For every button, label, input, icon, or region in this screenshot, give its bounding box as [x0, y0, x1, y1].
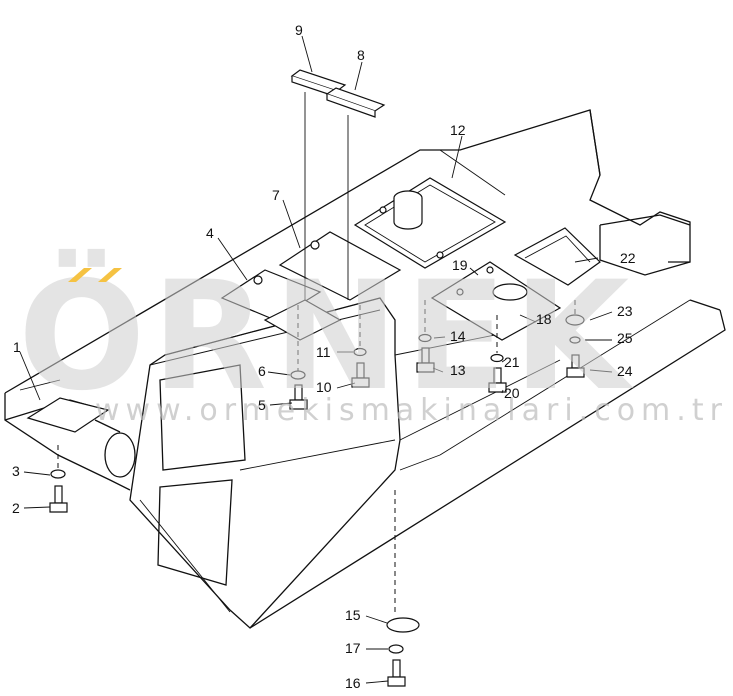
callout-24: 24 [617, 363, 633, 379]
callout-17: 17 [345, 640, 361, 656]
callout-14: 14 [450, 328, 466, 344]
callout-7: 7 [272, 187, 280, 203]
bars [290, 69, 386, 300]
callout-21: 21 [504, 354, 520, 370]
callout-leaders [19, 35, 613, 684]
leader-lines [57, 300, 576, 615]
watermark-brand: ÖRNEK [18, 248, 635, 424]
watermark: ÖRNEK www.ormekismakinalari.com.tr [18, 248, 728, 428]
callout-5: 5 [258, 397, 266, 413]
cover-plates [26, 177, 601, 433]
callout-13: 13 [450, 362, 466, 378]
callout-12: 12 [450, 122, 466, 138]
callout-11: 11 [316, 344, 331, 360]
callout-25: 25 [617, 330, 633, 346]
callout-15: 15 [345, 607, 361, 623]
accent-mark-left [68, 268, 92, 282]
callout-19: 19 [452, 257, 468, 273]
callout-16: 16 [345, 675, 361, 691]
accent-mark-right [98, 268, 122, 282]
callout-4: 4 [206, 225, 214, 241]
callout-labels: 9 8 12 7 4 1 19 22 23 18 25 24 6 5 11 10… [12, 22, 636, 691]
callout-3: 3 [12, 463, 20, 479]
watermark-url: www.ormekismakinalari.com.tr [95, 393, 728, 428]
callout-23: 23 [617, 303, 633, 319]
callout-10: 10 [316, 379, 332, 395]
callout-6: 6 [258, 363, 266, 379]
machine-frame [4, 109, 726, 629]
callout-20: 20 [504, 385, 520, 401]
callout-1: 1 [13, 339, 21, 355]
callout-8: 8 [357, 47, 365, 63]
callout-18: 18 [536, 311, 552, 327]
callout-9: 9 [295, 22, 303, 38]
callout-2: 2 [12, 500, 20, 516]
callout-22: 22 [620, 250, 636, 266]
